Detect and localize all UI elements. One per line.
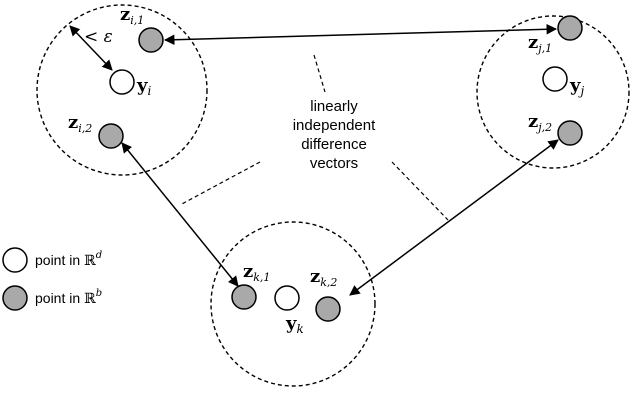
label-y-k: yk: [285, 313, 304, 336]
difference-vectors-annotation: linearly independent difference vectors: [293, 98, 376, 172]
point-z-k2: [315, 296, 341, 322]
point-z-i2: [98, 123, 124, 149]
annotation-line-2: independent: [293, 117, 376, 134]
vector-zi1-zj1: [163, 24, 558, 45]
label-z-k2: zk,2: [310, 266, 337, 289]
label-z-i2: zi,2: [68, 112, 92, 135]
guide-line-left: [179, 161, 261, 206]
epsilon-arrow: [69, 25, 113, 71]
label-z-j1: zj,1: [528, 32, 552, 55]
legend-white-label: point in ℝd: [35, 250, 102, 269]
point-z-k1: [231, 284, 257, 310]
label-y-i: yi: [136, 75, 151, 98]
point-z-j1: [557, 15, 583, 41]
label-z-k1: zk,1: [243, 261, 270, 284]
vector-zi2-zk1: [121, 142, 239, 287]
annotation-line-4: vectors: [310, 155, 358, 172]
neighborhood-j: [476, 15, 630, 169]
neighborhood-k: [210, 221, 376, 387]
annotation-line-3: difference: [301, 136, 367, 153]
annotation-line-1: linearly: [310, 98, 358, 115]
legend-white-swatch: [2, 247, 28, 273]
legend: point in ℝd point in ℝb: [2, 247, 102, 311]
legend-gray-swatch: [2, 285, 28, 311]
label-z-j2: zj,2: [528, 111, 552, 134]
guide-line-right: [391, 161, 449, 221]
label-z-i1: zi,1: [120, 4, 144, 27]
vector-zk2-zj2: [349, 139, 559, 296]
legend-gray-label: point in ℝb: [35, 288, 102, 307]
guide-line-top: [313, 54, 326, 93]
label-y-j: yj: [569, 75, 584, 98]
point-y-k: [274, 285, 300, 311]
point-y-j: [542, 66, 568, 92]
point-z-j2: [557, 120, 583, 146]
point-z-i1: [138, 27, 164, 53]
epsilon-label: < ε: [84, 27, 113, 47]
point-y-i: [109, 69, 135, 95]
